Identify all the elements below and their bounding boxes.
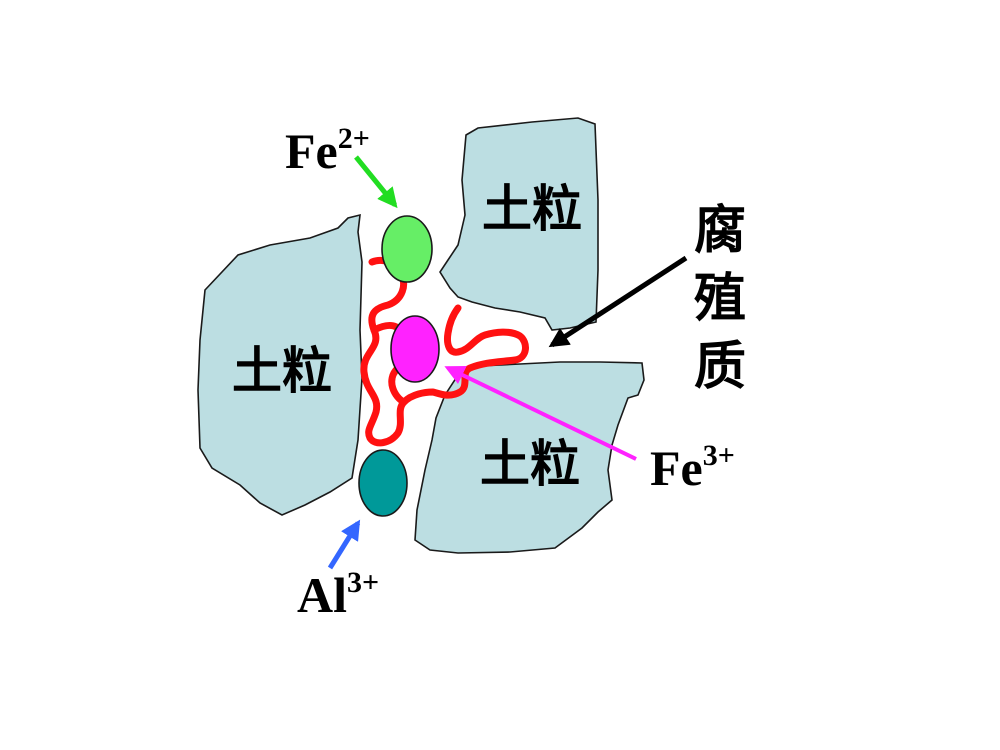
al3-ion bbox=[358, 449, 408, 517]
fe3-ion bbox=[390, 315, 440, 383]
fe3-label-sup: 3+ bbox=[703, 439, 735, 472]
al3-label-base: Al bbox=[297, 567, 347, 623]
fe2-ion bbox=[381, 215, 433, 283]
al3-label-sup: 3+ bbox=[347, 566, 379, 599]
soil-particle-bottom-right bbox=[414, 361, 645, 554]
fe2-label-sup: 2+ bbox=[338, 122, 370, 155]
soil-label-left: 土粒 bbox=[232, 341, 332, 400]
fe2-label: Fe2+ bbox=[285, 122, 370, 179]
humus-label-char-1: 腐 bbox=[694, 200, 746, 261]
humus-label-char-2: 殖 bbox=[694, 268, 746, 329]
humus-arrow bbox=[548, 255, 688, 348]
al3-label: Al3+ bbox=[297, 566, 379, 623]
fe2-label-base: Fe bbox=[285, 123, 338, 179]
soil-particle-left bbox=[197, 213, 363, 516]
humus-strand bbox=[360, 256, 529, 447]
fe3-label: Fe3+ bbox=[650, 439, 735, 496]
soil-particle-top-right bbox=[439, 117, 599, 331]
al3-arrow bbox=[327, 519, 361, 570]
fe3-label-base: Fe bbox=[650, 440, 703, 496]
fe3-arrow bbox=[444, 365, 637, 461]
fe2-arrow bbox=[354, 155, 398, 209]
soil-label-bottom-right: 土粒 bbox=[480, 434, 580, 493]
soil-label-top-right: 土粒 bbox=[482, 179, 582, 238]
humus-label-char-3: 质 bbox=[694, 336, 746, 397]
